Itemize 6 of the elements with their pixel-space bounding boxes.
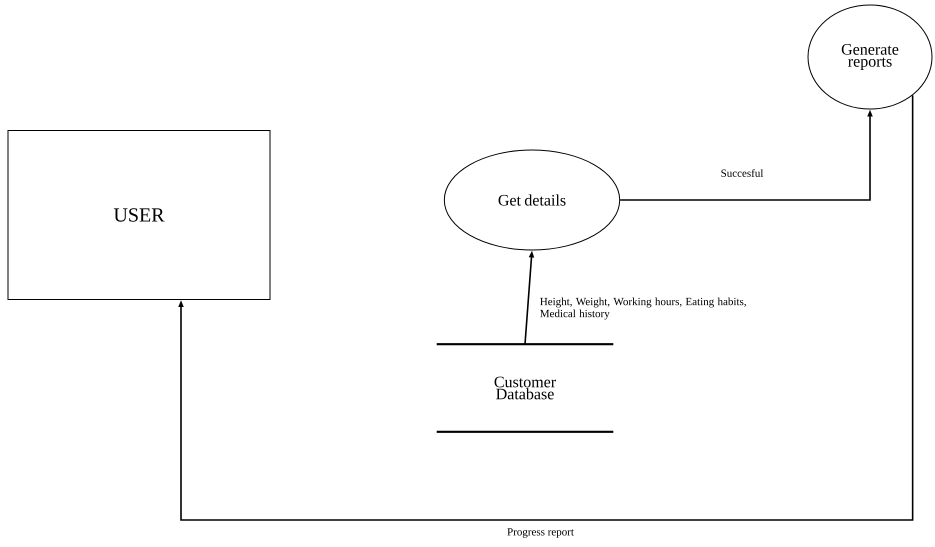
process-box: USER — [8, 130, 270, 300]
arrow — [178, 95, 914, 521]
data-store: Customer Database — [436, 343, 614, 433]
edge-label: Succesful — [720, 168, 764, 178]
edge-label: Progress report — [506, 527, 575, 539]
edge-label: Height, Weight, Working hours, Eating habits, Medical history — [538, 296, 756, 320]
